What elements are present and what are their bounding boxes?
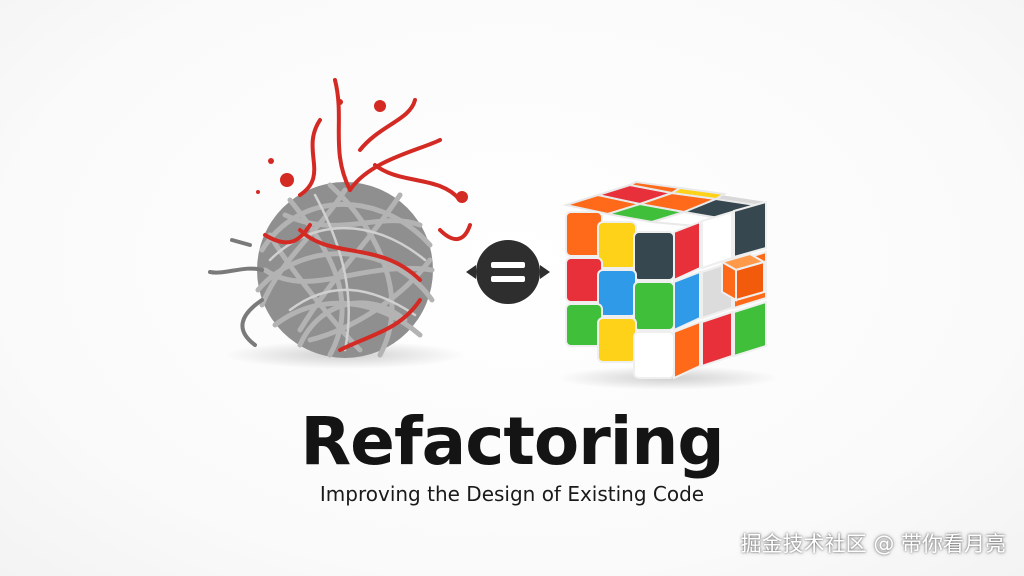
equals-sign-icon: [466, 240, 550, 304]
page-title: Refactoring: [300, 403, 724, 480]
tangled-yarn-icon: [208, 78, 472, 369]
watermark-text: 掘金技术社区 @ 带你看月亮: [740, 532, 1006, 556]
rubiks-cube-icon: [558, 180, 778, 390]
page-subtitle: Improving the Design of Existing Code: [319, 482, 705, 506]
illustration: [208, 78, 778, 390]
